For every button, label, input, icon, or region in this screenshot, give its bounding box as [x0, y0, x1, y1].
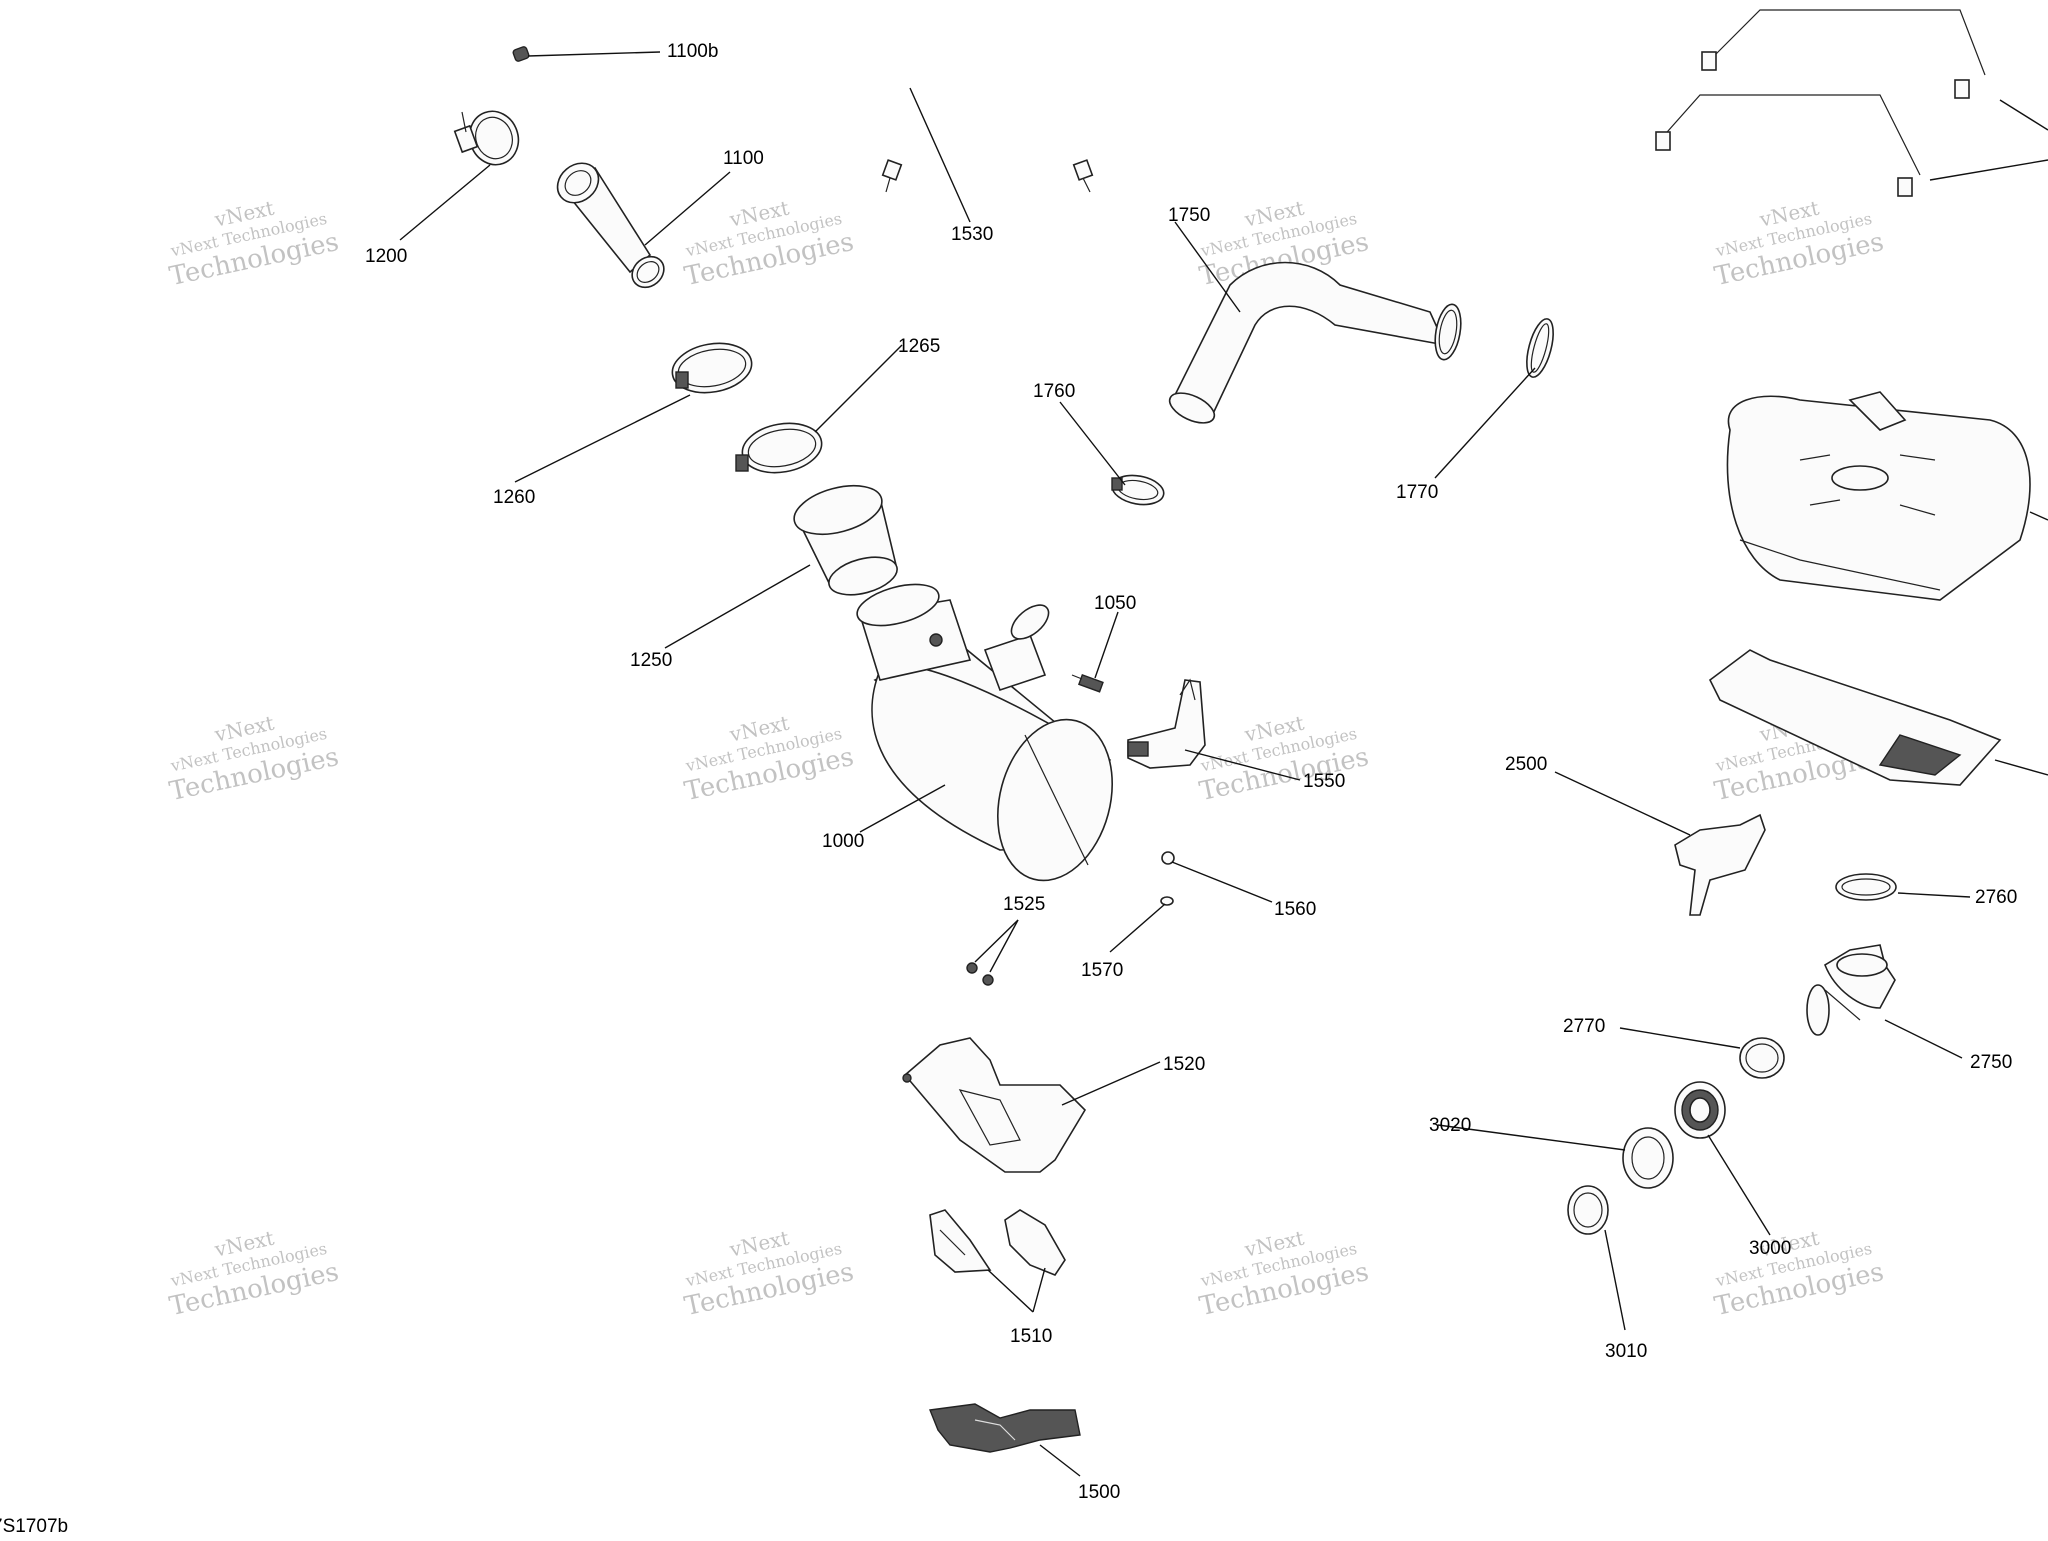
- watermark: vNext vNext Technologies Technologies: [167, 711, 342, 808]
- watermark: vNext vNext Technologies Technologies: [1712, 196, 1887, 293]
- muffler-top-right-illustration: [1726, 391, 2031, 601]
- callout-1770: 1770: [1396, 482, 1438, 503]
- straps-top-right-illustration: [1655, 9, 1986, 197]
- nut-3000-illustration: [1674, 1081, 1726, 1139]
- callout-3020: 3020: [1429, 1115, 1471, 1136]
- callout-2770: 2770: [1563, 1016, 1605, 1037]
- part-drawings: [453, 9, 2031, 1453]
- callout-1570: 1570: [1081, 960, 1123, 981]
- watermark: vNext vNext Technologies Technologies: [682, 1226, 857, 1323]
- callout-1260: 1260: [493, 487, 535, 508]
- clamp-1265-illustration: [735, 422, 823, 474]
- tube-1100-illustration: [556, 162, 665, 289]
- elbow-2750-illustration: [1806, 944, 1896, 1036]
- watermark: vNext vNext Technologies Technologies: [682, 196, 857, 293]
- callout-2500: 2500: [1505, 754, 1547, 775]
- clamp-1260-illustration: [671, 342, 753, 394]
- clamp-2770-illustration: [1739, 1037, 1785, 1079]
- callout-1560: 1560: [1274, 899, 1316, 920]
- strap-1530-illustration: [881, 58, 1094, 193]
- sensor-1050-illustration: [1071, 673, 1104, 693]
- callout-1265: 1265: [898, 336, 940, 357]
- clamp-1760-illustration: [1111, 474, 1165, 506]
- callout-1525: 1525: [1003, 894, 1045, 915]
- callout-1050: 1050: [1094, 593, 1136, 614]
- watermark: vNext vNext Technologies Technologies: [682, 711, 857, 808]
- callout-1100: 1100: [723, 148, 764, 169]
- callout-labels: 1100b 1100 1200 1530 1750 1265 1760 1770…: [0, 41, 2017, 1537]
- gasket-3020-illustration: [1622, 1127, 1674, 1189]
- drawing-code: 7S1707b: [0, 1516, 68, 1536]
- watermark: vNext vNext Technologies Technologies: [167, 196, 342, 293]
- brackets-1510-illustration: [929, 1209, 1066, 1276]
- callout-1750: 1750: [1168, 205, 1210, 226]
- nut-1560-illustration: [1161, 851, 1175, 865]
- screws-1525-illustration: [966, 962, 994, 986]
- ring-3010-illustration: [1567, 1185, 1609, 1235]
- callout-1250: 1250: [630, 650, 672, 671]
- callout-2750: 2750: [1970, 1052, 2012, 1073]
- callout-1530: 1530: [951, 224, 993, 245]
- callout-1520: 1520: [1163, 1054, 1205, 1075]
- pipe-1750-illustration: [1168, 261, 1462, 424]
- washer-1570-illustration: [1160, 896, 1174, 906]
- heatshield-1520-illustration: [902, 1037, 1087, 1173]
- muffler-1000-illustration: [856, 583, 1114, 882]
- callout-1550: 1550: [1303, 771, 1345, 792]
- callout-3000: 3000: [1749, 1238, 1791, 1259]
- callout-2760: 2760: [1975, 887, 2017, 908]
- callout-1200: 1200: [365, 246, 407, 267]
- fitting-1100b-illustration: [512, 46, 530, 62]
- watermark: vNext vNext Technologies Technologies: [1712, 1226, 1887, 1323]
- callout-3010: 3010: [1605, 1341, 1647, 1362]
- clamp-2760-illustration: [1835, 873, 1897, 901]
- callout-1000: 1000: [822, 831, 864, 852]
- callout-1100b: 1100b: [667, 41, 718, 62]
- clamp-1200-illustration: [453, 110, 520, 166]
- callout-1760: 1760: [1033, 381, 1075, 402]
- callout-1500: 1500: [1078, 1482, 1120, 1503]
- sleeve-1250-illustration: [793, 484, 898, 596]
- watermark: vNext vNext Technologies Technologies: [1197, 1226, 1372, 1323]
- watermark: vNext vNext Technologies Technologies: [167, 1226, 342, 1323]
- bracket-2500-illustration: [1674, 813, 1766, 916]
- plate-1500-illustration: [929, 1403, 1081, 1453]
- ring-1770-illustration: [1526, 318, 1554, 378]
- callout-1510: 1510: [1010, 1326, 1052, 1347]
- heatshield-right-illustration: [1708, 649, 2002, 786]
- leader-lines: [399, 51, 2048, 1477]
- bracket-1550-illustration: [1127, 678, 1206, 769]
